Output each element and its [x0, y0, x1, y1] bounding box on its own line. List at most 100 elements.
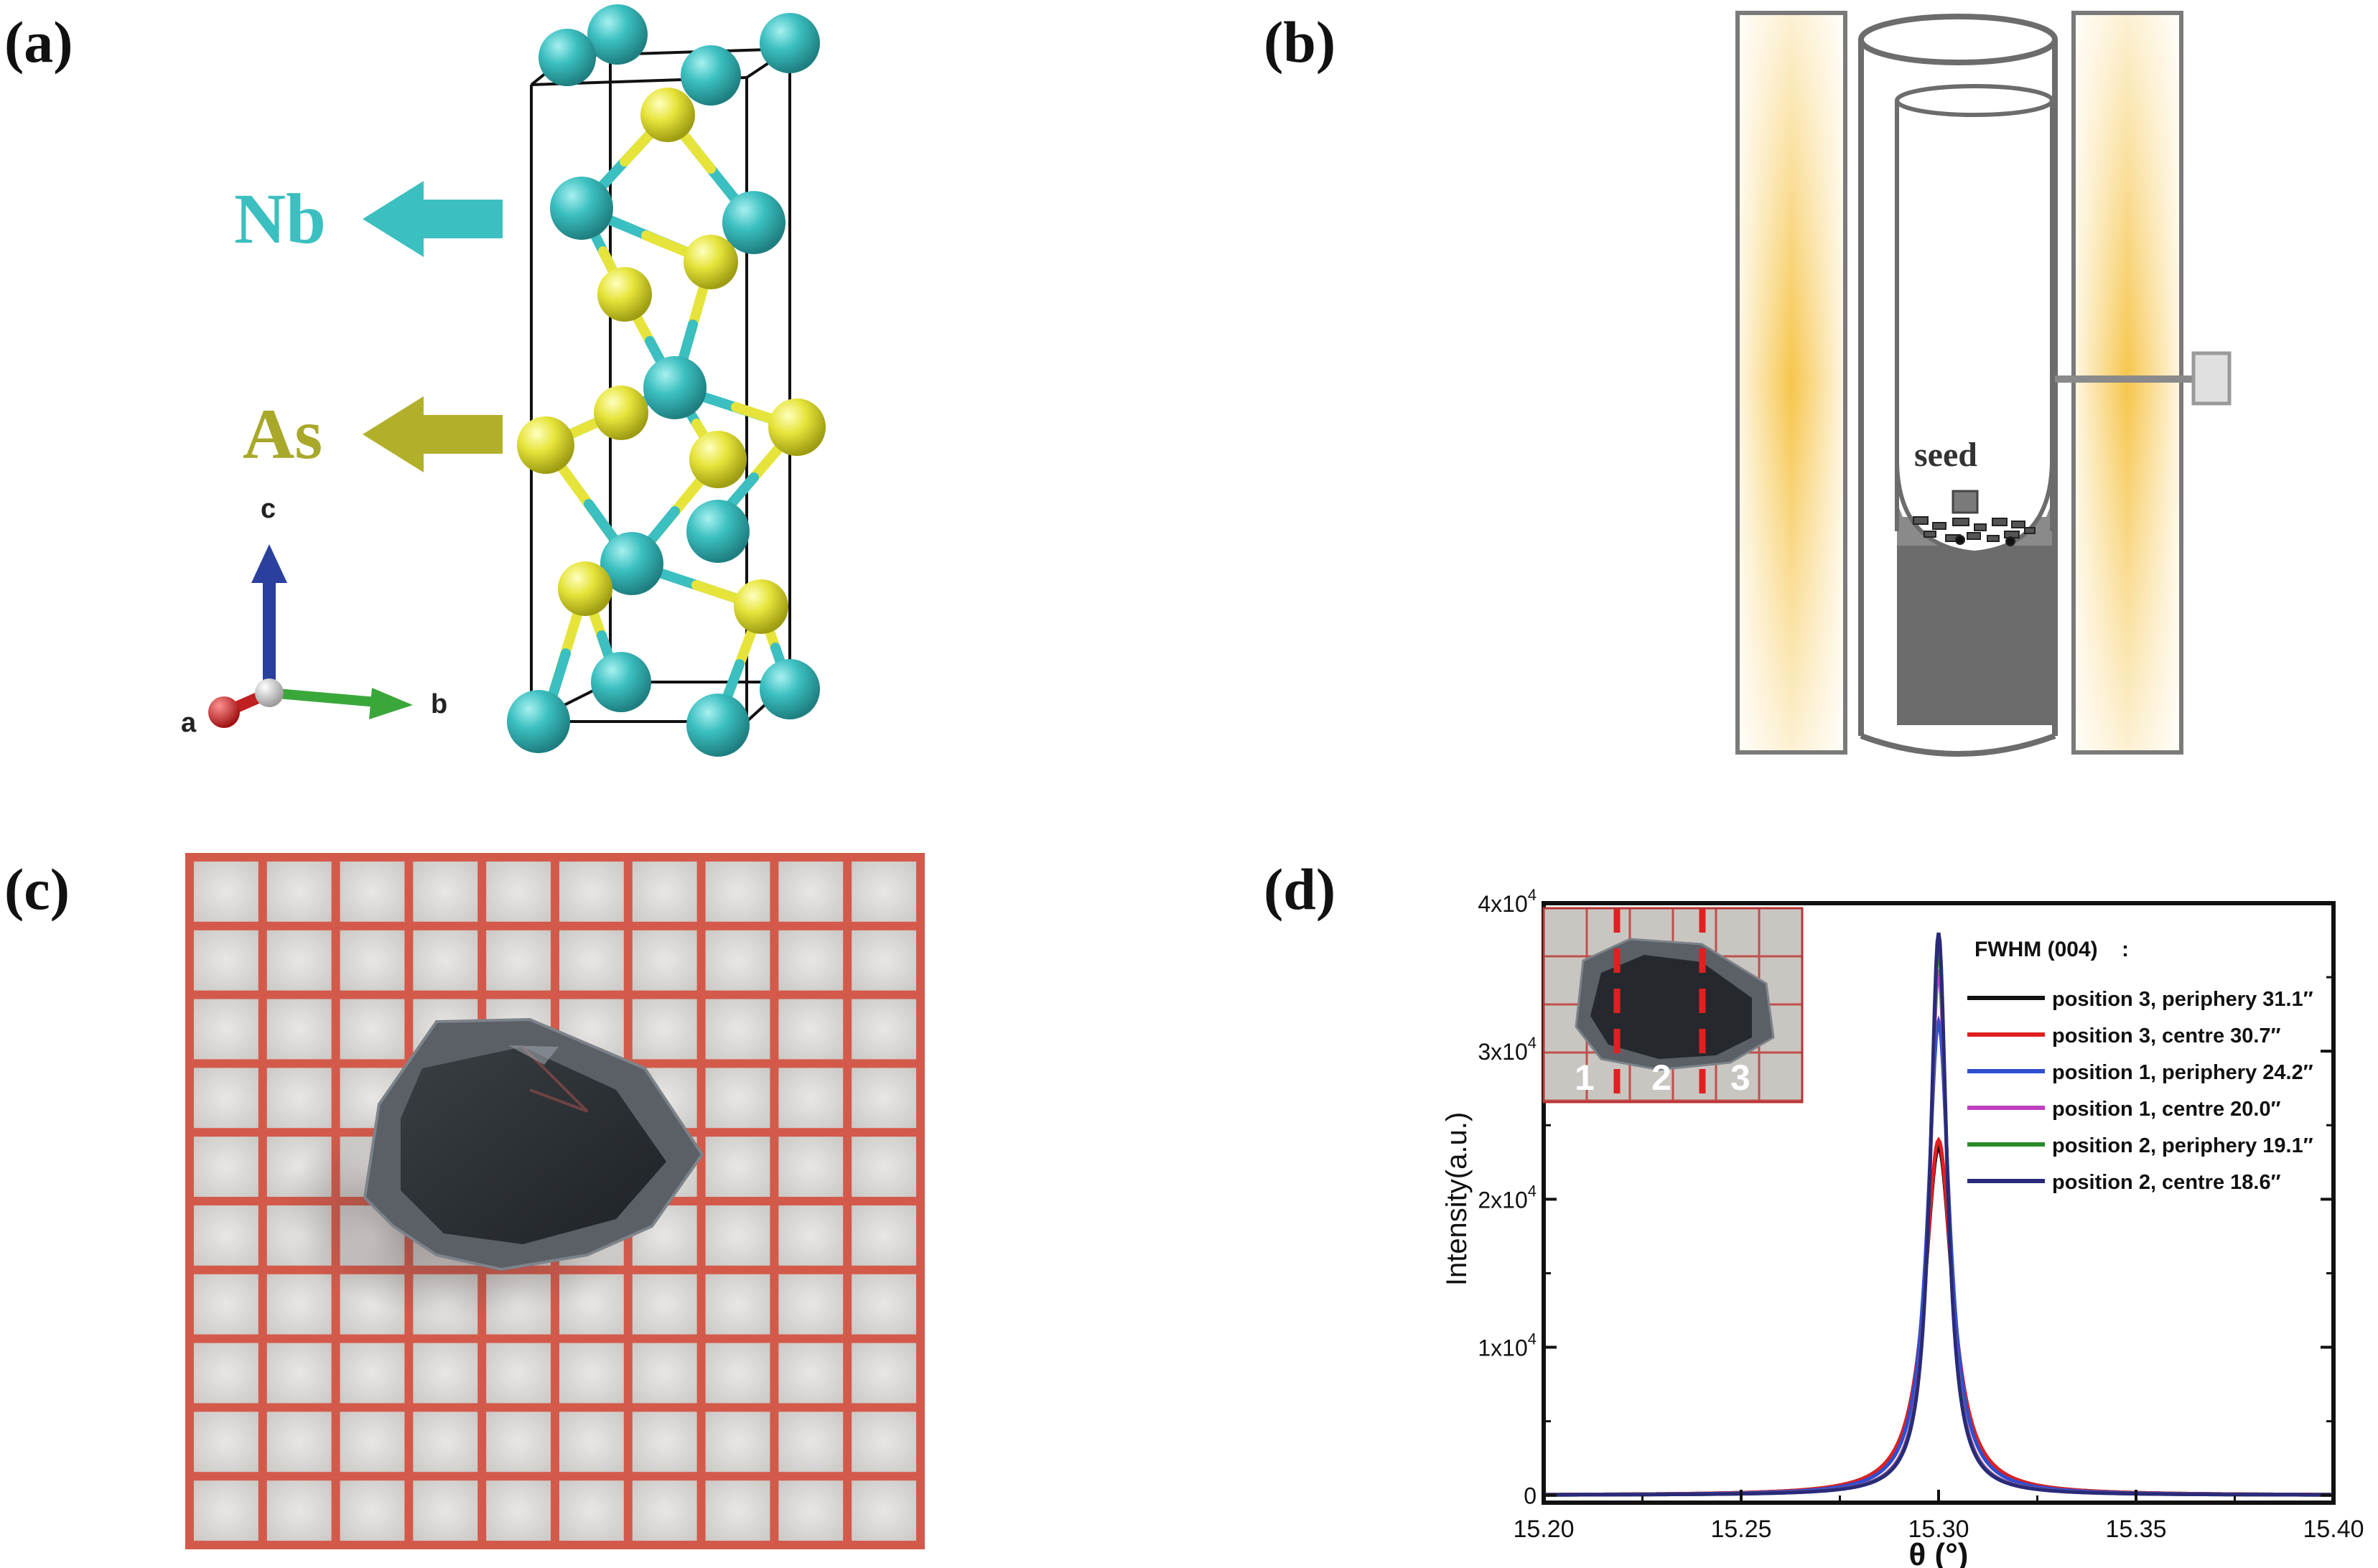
axis-label-a: a	[181, 708, 197, 738]
source-powder	[1913, 516, 2036, 546]
legend-label-5: position 2, periphery 19.1″	[2052, 1134, 2313, 1157]
as-arrow	[363, 396, 503, 472]
crystal-photo	[185, 853, 925, 1549]
grid-cell	[852, 999, 916, 1060]
grid-cell	[559, 1411, 624, 1473]
inset-label-3: 3	[1730, 1058, 1750, 1098]
x-tick-label: 15.20	[1513, 1516, 1574, 1543]
grid-cell	[852, 1411, 916, 1473]
grid-cell	[266, 1411, 332, 1473]
inset-label-1: 1	[1575, 1058, 1595, 1098]
grid-cell	[559, 1480, 624, 1541]
y-axis-label: Intensity(a.u.)	[1441, 1112, 1473, 1286]
panel-label-a: (a)	[4, 9, 73, 75]
orientation-axes	[208, 544, 413, 728]
legend-label-1: position 3, periphery 31.1″	[2052, 988, 2313, 1011]
seed-label: seed	[1914, 436, 1977, 474]
grid-cell	[778, 862, 844, 922]
grid-cell	[705, 1343, 770, 1404]
grid-cell	[413, 930, 478, 991]
grid-cell	[194, 1068, 258, 1129]
legend: FWHM (004) : position 3, periphery 31.1″…	[1967, 938, 2313, 1194]
grid-cell	[852, 1343, 916, 1404]
grid-cell	[778, 1137, 844, 1197]
grid-cell	[632, 1411, 697, 1473]
grid-cell	[194, 1343, 258, 1404]
grid-cell	[194, 862, 258, 922]
grid-cell	[340, 1343, 405, 1404]
legend-title: FWHM (004) :	[1974, 938, 2129, 961]
grid-cell	[340, 1411, 405, 1473]
grid-cell	[266, 862, 332, 922]
grid-cell	[705, 1411, 770, 1473]
legend-label-4: position 1, centre 20.0″	[2052, 1098, 2281, 1121]
crucible	[1895, 84, 2054, 725]
grid-cell	[852, 1137, 916, 1197]
crystal-structure	[208, 4, 826, 757]
grid-cell	[852, 1274, 916, 1335]
grid-cell	[778, 1480, 844, 1541]
legend-label-2: position 3, centre 30.7″	[2052, 1025, 2281, 1047]
grid-cell	[194, 1274, 258, 1335]
grid-cell	[705, 1480, 770, 1541]
grid-cell	[852, 1480, 916, 1541]
grid-cell	[266, 1480, 332, 1541]
series-line-6	[1544, 932, 2333, 1497]
grid-cell	[632, 1480, 697, 1541]
inset-photo: 1 2 3	[1542, 907, 1804, 1103]
y-tick-label: 3x104	[1478, 1034, 1537, 1065]
grid-cell	[778, 1343, 844, 1404]
axis-label-b: b	[431, 689, 448, 719]
nb-arrow	[363, 181, 503, 257]
x-tick-label: 15.25	[1710, 1516, 1771, 1543]
grid-cell	[266, 1274, 332, 1335]
grid-cell	[778, 1068, 844, 1129]
grid-cell	[194, 1480, 258, 1541]
grid-cell	[705, 1137, 770, 1197]
grid-cell	[194, 999, 258, 1060]
grid-cell	[705, 1205, 770, 1266]
grid-cell	[705, 862, 770, 922]
grid-cell	[413, 862, 478, 922]
as-atoms	[517, 88, 826, 634]
grid-cell	[340, 862, 405, 922]
grid-cell	[632, 1274, 697, 1335]
grid-cell	[778, 999, 844, 1060]
grid-cell	[852, 1205, 916, 1266]
grid-cell	[266, 1068, 332, 1129]
grid-cell	[705, 930, 770, 991]
grid-cell	[778, 1205, 844, 1266]
grid-cell	[705, 1274, 770, 1335]
grid-cell	[486, 1480, 551, 1541]
grid-cell	[486, 862, 551, 922]
panel-label-c: (c)	[4, 857, 70, 922]
grid-cell	[194, 1137, 258, 1197]
grid-cell	[778, 930, 844, 991]
grid-cell	[486, 930, 551, 991]
grid-cell	[632, 1343, 697, 1404]
seed-crystal	[1952, 490, 1979, 514]
legend-label-3: position 1, periphery 24.2″	[2052, 1061, 2313, 1084]
y-tick-label: 1x104	[1478, 1330, 1537, 1361]
grid-cell	[559, 862, 624, 922]
x-tick-label: 15.30	[1908, 1516, 1969, 1543]
grid-cell	[413, 1480, 478, 1541]
grid-cell	[194, 1205, 258, 1266]
inset-label-2: 2	[1651, 1058, 1671, 1098]
grid-cell	[194, 1411, 258, 1473]
grid-cell	[340, 999, 405, 1060]
grid-cell	[486, 1343, 551, 1404]
nb-label: Nb	[234, 179, 326, 258]
grid-cell	[778, 1411, 844, 1473]
grid-cell	[413, 1411, 478, 1473]
grid-cell	[266, 1343, 332, 1404]
grid-cell	[266, 930, 332, 991]
grid-cell	[632, 930, 697, 991]
x-axis-label: θ (°)	[1909, 1537, 1969, 1568]
thermocouple-head	[2191, 351, 2232, 406]
grid-cell	[632, 862, 697, 922]
panel-label-d: (d)	[1264, 857, 1336, 922]
grid-cell	[852, 862, 916, 922]
y-tick-label: 0	[1524, 1483, 1537, 1509]
x-tick-label: 15.40	[2303, 1516, 2364, 1543]
